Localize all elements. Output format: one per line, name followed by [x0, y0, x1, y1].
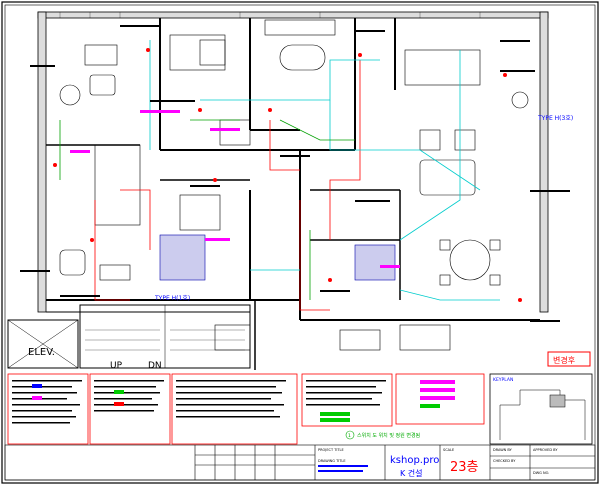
keyplan-box — [489, 373, 593, 445]
dwg-no-label: DWG NO. — [533, 471, 549, 475]
revision-stamp — [547, 351, 591, 367]
revision-mark: 1 — [348, 433, 351, 439]
title-block — [4, 444, 596, 481]
revision-bubble — [345, 430, 355, 440]
project-title-label: PROJECT TITLE — [318, 448, 344, 452]
keyplan-title: KEYPLAN — [493, 377, 513, 383]
plan-walls — [7, 11, 549, 370]
legend-panels — [7, 373, 485, 445]
plan-furniture — [59, 19, 529, 351]
plan-piping — [59, 40, 500, 311]
revision-note: 스위치 도 위치 및 정원 변경됨 — [357, 432, 420, 439]
elev-label: ELEV. — [28, 347, 55, 358]
up-label: UP — [110, 361, 123, 371]
legend-rows — [12, 380, 386, 424]
legend-color-keys — [32, 380, 455, 422]
approved-by-label: APPROVED BY — [533, 448, 558, 452]
company-name: K 건설 — [400, 468, 423, 478]
keyplan-outline — [499, 389, 586, 440]
dn-label: DN — [148, 361, 162, 371]
floor-number: 23층 — [450, 460, 479, 475]
drawn-by-label: DRAWN BY — [493, 448, 513, 452]
revision-stamp-text: 변경후 — [553, 355, 575, 365]
brand-name: kshop.pro — [390, 455, 439, 466]
checked-by-label: CHECKED BY — [493, 459, 516, 463]
drawing-title-label: DRAWING TITLE — [318, 459, 346, 463]
scale-label: SCALE — [443, 448, 454, 452]
type-h-right-label: TYPE H(3호) — [537, 115, 573, 122]
type-h-left-label: TYPE H(1호) — [154, 295, 190, 302]
plan-annotations — [20, 25, 570, 322]
